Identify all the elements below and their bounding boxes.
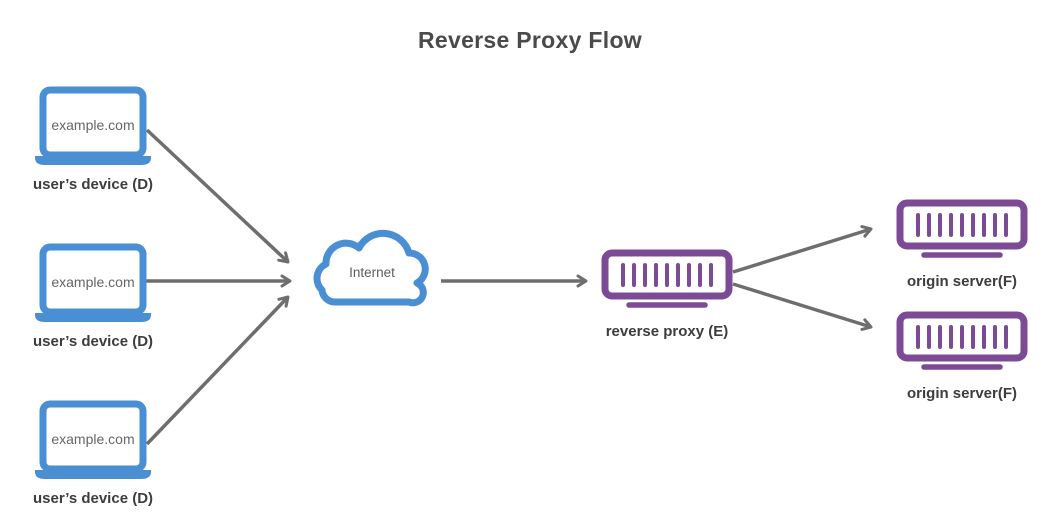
diagram-title: Reverse Proxy Flow: [417, 27, 642, 53]
laptop-icon: [35, 400, 151, 479]
laptop-icon: [35, 86, 151, 165]
server-icon: [601, 249, 733, 308]
user-device-1: example.com user’s device (D): [33, 86, 153, 193]
cloud-icon: [313, 229, 429, 307]
device-screen-text: example.com: [51, 431, 135, 447]
server-vents: [916, 213, 1008, 237]
user-device-3: example.com user’s device (D): [33, 400, 153, 507]
device-caption: user’s device (D): [32, 490, 154, 507]
origin-caption: origin server(F): [906, 273, 1018, 290]
server-icon: [896, 199, 1028, 258]
origin-server-1: origin server(F): [896, 199, 1028, 290]
proxy-caption: reverse proxy (E): [605, 323, 729, 340]
arrow-proxy-to-origin1: [732, 225, 873, 274]
arrow-device3-to-internet: [145, 295, 290, 446]
device-screen-text: example.com: [51, 117, 135, 133]
origin-server-2: origin server(F): [896, 311, 1028, 402]
reverse-proxy-node: reverse proxy (E): [601, 249, 733, 340]
laptop-icon: [35, 243, 151, 322]
arrow-device1-to-internet: [145, 128, 290, 264]
internet-label: Internet: [349, 265, 395, 280]
server-vents: [621, 263, 713, 287]
origin-caption: origin server(F): [906, 385, 1018, 402]
internet-node: Internet: [303, 220, 441, 310]
server-vents: [916, 325, 1008, 349]
device-caption: user’s device (D): [32, 176, 154, 193]
device-screen-text: example.com: [51, 274, 135, 290]
user-device-2: example.com user’s device (D): [33, 243, 153, 350]
server-icon: [896, 311, 1028, 370]
arrow-proxy-to-origin2: [732, 282, 873, 331]
device-caption: user’s device (D): [32, 333, 154, 350]
